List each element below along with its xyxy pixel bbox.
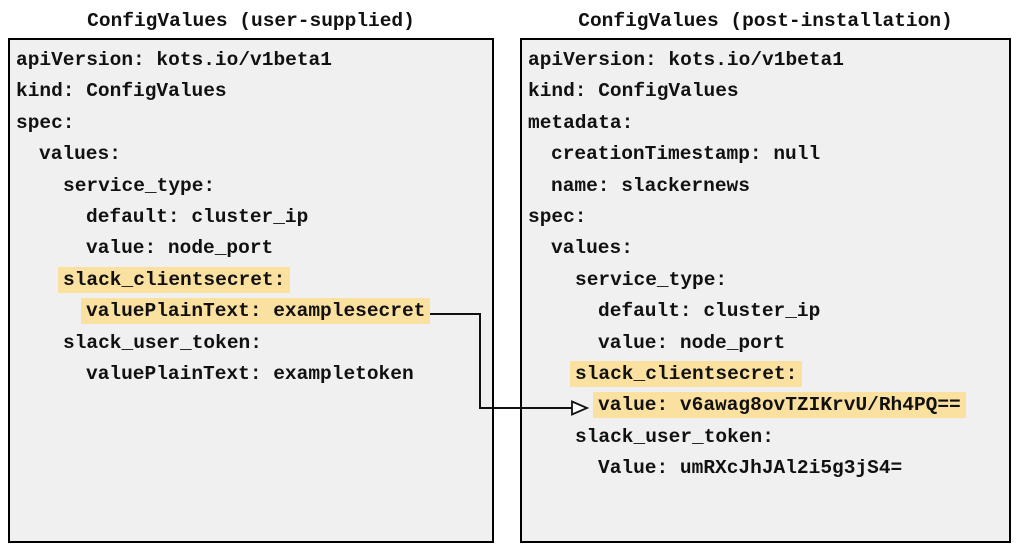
config-post-installation-panel: ConfigValues (post-installation) apiVers… [520, 5, 1011, 543]
yaml-line: service_type: [63, 174, 216, 197]
yaml-line: slack_user_token: [575, 425, 774, 448]
yaml-line: service_type: [575, 268, 728, 291]
yaml-line: default: cluster_ip [86, 205, 309, 228]
yaml-line: apiVersion: kots.io/v1beta1 [528, 49, 844, 71]
panel-title-user-supplied: ConfigValues (user-supplied) [87, 10, 415, 32]
yaml-line: valuePlainText: exampletoken [86, 362, 414, 385]
yaml-line: metadata: [528, 111, 634, 134]
yaml-line: value: node_port [86, 237, 274, 260]
yaml-line: values: [39, 143, 121, 166]
yaml-line: spec: [528, 205, 587, 228]
yaml-box-post-installation: apiVersion: kots.io/v1beta1 kind: Config… [520, 38, 1011, 543]
config-user-supplied-panel: ConfigValues (user-supplied) apiVersion:… [8, 5, 494, 543]
yaml-line: kind: ConfigValues [16, 80, 227, 103]
yaml-line: name: slackernews [551, 174, 750, 197]
yaml-line: creationTimestamp: null [551, 143, 821, 166]
yaml-line: values: [551, 237, 633, 260]
yaml-line: Value: umRXcJhJAl2i5g3jS4= [598, 457, 903, 480]
yaml-line-highlighted: value: v6awag8ovTZIKrvU/Rh4PQ== [528, 390, 1003, 421]
yaml-box-user-supplied: apiVersion: kots.io/v1beta1 kind: Config… [8, 38, 494, 543]
yaml-line-highlighted: valuePlainText: examplesecret [16, 296, 486, 327]
yaml-line: spec: [16, 111, 75, 134]
yaml-line: apiVersion: kots.io/v1beta1 [16, 49, 332, 71]
yaml-line: slack_user_token: [63, 331, 262, 354]
panel-title-post-installation: ConfigValues (post-installation) [578, 10, 953, 32]
yaml-line: value: node_port [598, 331, 786, 354]
yaml-line: kind: ConfigValues [528, 80, 739, 103]
yaml-line-highlighted: slack_clientsecret: [16, 265, 486, 296]
yaml-line-highlighted: slack_clientsecret: [528, 359, 1003, 390]
yaml-line: default: cluster_ip [598, 300, 821, 323]
